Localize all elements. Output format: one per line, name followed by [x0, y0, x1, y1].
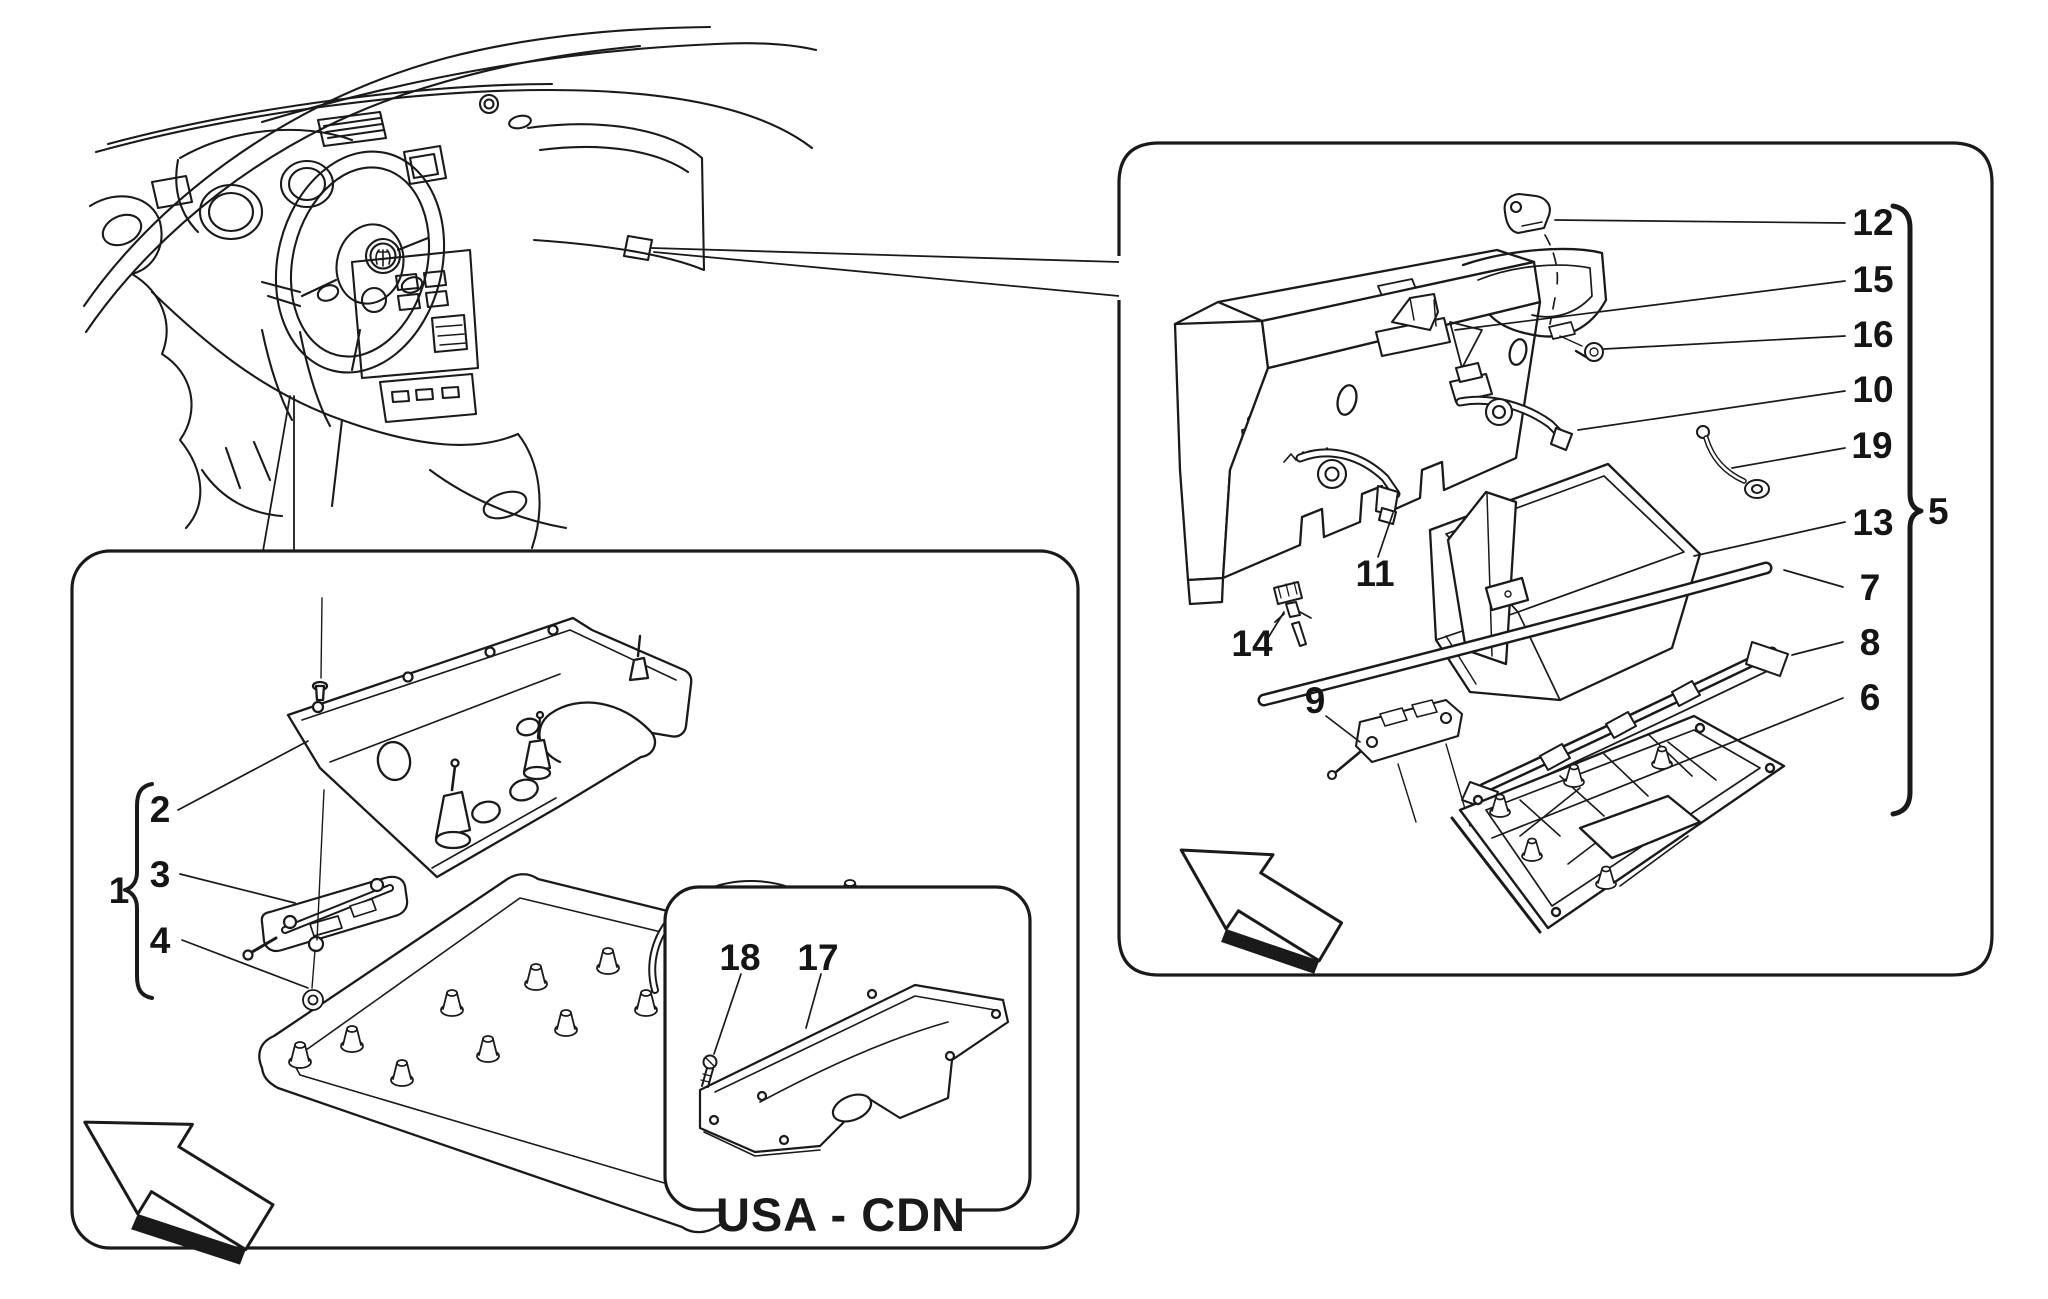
part-10-hinge-arm	[1448, 361, 1574, 452]
callout-13: 13	[1852, 502, 1893, 543]
callout-11: 11	[1355, 553, 1394, 594]
callout-5: 5	[1928, 491, 1949, 532]
callout-18: 18	[719, 937, 760, 978]
callout-14: 14	[1231, 623, 1273, 664]
direction-arrow-left	[83, 1120, 275, 1265]
right-leader-lines	[1267, 219, 1846, 839]
detail-pointer-lines	[262, 247, 1120, 552]
part-12-stop-bracket	[1503, 192, 1551, 235]
callout-9: 9	[1305, 680, 1326, 721]
part-12-alignment-dashes	[1544, 234, 1559, 325]
callout-8: 8	[1860, 622, 1881, 663]
inset-label-mask	[725, 1186, 957, 1238]
right-detail-box: 12 15 16 10 19 13 7 8 6 5 11 14 9	[1117, 141, 1994, 977]
inset-region-label: USA - CDN	[716, 1188, 966, 1241]
usa-cdn-inset: USA - CDN 18 17	[663, 885, 1032, 1241]
part-6-glovebox-door	[1450, 714, 1786, 934]
part-7-seal-strip	[1257, 561, 1773, 707]
part-3-hinge-bracket	[242, 875, 409, 961]
part-18-screw	[700, 1054, 718, 1088]
part-11-hinge-arm	[1283, 447, 1401, 526]
callout-15: 15	[1852, 259, 1893, 300]
inset-leader-lines	[713, 973, 822, 1055]
part-14-clip	[1273, 581, 1312, 647]
part-2-upper-trim-panel	[286, 616, 693, 879]
callout-6: 6	[1860, 677, 1881, 718]
callout-10: 10	[1852, 369, 1893, 410]
dashboard-overview-sketch	[82, 25, 818, 550]
bracket-group-5	[1890, 203, 1924, 817]
callout-16: 16	[1852, 314, 1893, 355]
direction-arrow-right	[1179, 848, 1344, 974]
callout-1: 1	[109, 870, 130, 911]
callout-7: 7	[1860, 567, 1881, 608]
callout-3: 3	[150, 854, 171, 895]
left-detail-box: USA - CDN 18 17 1 2 3 4	[70, 549, 1080, 1265]
part-15-latch	[1374, 292, 1452, 358]
callout-19: 19	[1851, 425, 1892, 466]
part-19-support-rod	[1696, 425, 1770, 499]
part-16-screw	[1574, 342, 1604, 362]
brace-group-1	[123, 782, 154, 1000]
left-leader-lines	[177, 740, 309, 989]
assembly-axis-line	[311, 597, 325, 989]
part-8-damper-rail	[1461, 641, 1789, 811]
callout-4: 4	[150, 920, 171, 961]
callout-2: 2	[150, 789, 171, 830]
part-17-shield-plate	[698, 983, 1010, 1157]
part-9-hinge-plate	[1326, 698, 1471, 827]
callout-12: 12	[1852, 202, 1893, 243]
callout-17: 17	[797, 937, 838, 978]
